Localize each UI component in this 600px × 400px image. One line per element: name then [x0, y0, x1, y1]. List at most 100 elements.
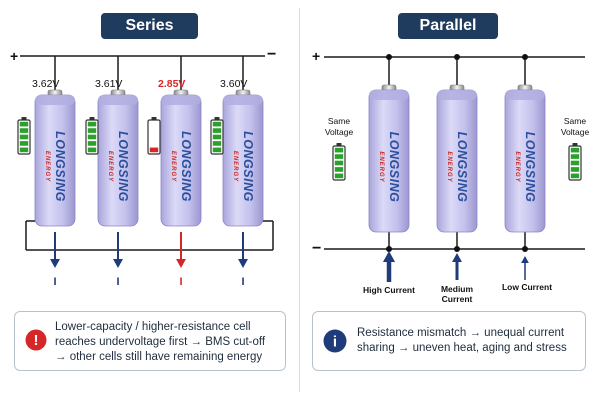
cell-brand-sub: ENERGY — [378, 151, 384, 182]
battery-segment — [570, 167, 580, 172]
series-current-label: I — [241, 276, 244, 288]
cell-top-ring — [505, 90, 545, 100]
battery-terminal — [151, 117, 157, 120]
battery-segment — [19, 141, 29, 146]
cell-brand-sub: ENERGY — [170, 151, 176, 182]
series-current-label: I — [53, 276, 56, 288]
battery-terminal — [214, 117, 220, 120]
battery-segment — [19, 134, 29, 140]
cell-brand-name: LONGSING — [387, 132, 401, 203]
series-note-text: Lower-capacity / higher-resistance cell … — [55, 320, 265, 365]
parallel-top-junction — [522, 54, 528, 60]
parallel-plus-sign: + — [312, 48, 320, 64]
panel-divider — [299, 8, 300, 392]
battery-terminal — [89, 117, 95, 120]
series-current-label: I — [179, 276, 182, 288]
cell-brand-name: LONGSING — [455, 132, 469, 203]
battery-segment — [334, 173, 344, 179]
series-cell-voltage: 2.85V — [158, 78, 185, 90]
warning-icon: ! — [25, 329, 47, 351]
series-battery-level-icon — [85, 117, 99, 155]
series-battery-level-icon — [147, 117, 161, 155]
parallel-current-label: Current — [442, 294, 473, 304]
battery-segment — [334, 167, 344, 172]
battery-segment — [87, 147, 97, 153]
parallel-medium-current-arrow — [452, 253, 462, 280]
battery-segment — [19, 147, 29, 153]
series-cell-voltage: 3.60V — [220, 78, 247, 90]
cell-top-ring — [437, 90, 477, 100]
parallel-left-label-line2: Voltage — [325, 127, 354, 137]
series-current-arrow — [113, 232, 123, 268]
parallel-right-label-line2: Voltage — [561, 127, 590, 137]
cell-brand-name: LONGSING — [53, 131, 67, 202]
parallel-bottom-junction — [454, 246, 460, 252]
parallel-left-battery-icon — [332, 143, 346, 181]
parallel-title: Parallel — [398, 13, 498, 39]
arrow-head — [238, 259, 248, 268]
svg-text:!: ! — [34, 332, 39, 349]
arrow-head — [521, 256, 529, 263]
battery-terminal — [572, 143, 578, 146]
parallel-current-label: Low Current — [502, 282, 552, 292]
series-battery-level-icon — [17, 117, 31, 155]
parallel-right-battery-icon — [568, 143, 582, 181]
cell-brand-sub: ENERGY — [44, 151, 50, 182]
parallel-top-junction — [386, 54, 392, 60]
battery-terminal — [21, 117, 27, 120]
cell-brand-sub: ENERGY — [514, 151, 520, 182]
battery-segment — [212, 141, 222, 146]
series-current-arrow — [176, 232, 186, 268]
series-note: ! Lower-capacity / higher-resistance cel… — [14, 311, 286, 371]
parallel-bottom-junction — [522, 246, 528, 252]
svg-text:i: i — [333, 334, 337, 351]
battery-segment — [149, 147, 159, 153]
battery-outline — [147, 119, 161, 155]
battery-segment — [212, 121, 222, 127]
battery-segment — [19, 121, 29, 127]
battery-segment — [334, 160, 344, 166]
battery-terminal — [336, 143, 342, 146]
series-current-label: I — [116, 276, 119, 288]
cell-brand-name: LONGSING — [179, 131, 193, 202]
parallel-right-label-line1: Same — [564, 116, 586, 126]
cell-brand-name: LONGSING — [116, 131, 130, 202]
battery-segment — [212, 147, 222, 153]
cell-brand-name: LONGSING — [523, 132, 537, 203]
parallel-note-line-2: sharing → uneven heat, aging and stress — [357, 342, 567, 354]
cell-brand-name: LONGSING — [241, 131, 255, 202]
cell-top-ring — [98, 95, 138, 105]
series-minus-sign: − — [267, 46, 276, 63]
arrow-head — [113, 259, 123, 268]
series-cell-voltage: 3.62V — [32, 78, 59, 90]
series-note-line-1: Lower-capacity / higher-resistance cell — [55, 321, 251, 333]
cell-top-ring — [35, 95, 75, 105]
arrow-head — [176, 259, 186, 268]
arrow-head — [50, 259, 60, 268]
parallel-bottom-junction — [386, 246, 392, 252]
parallel-note-line-1: Resistance mismatch → unequal current — [357, 327, 565, 339]
arrow-head — [382, 251, 396, 262]
battery-segment — [570, 173, 580, 179]
battery-segment — [87, 141, 97, 146]
battery-segment — [212, 134, 222, 140]
series-current-arrow — [50, 232, 60, 268]
battery-segment — [334, 147, 344, 153]
series-title: Series — [101, 13, 198, 39]
battery-segment — [570, 160, 580, 166]
parallel-current-label: High Current — [363, 285, 415, 295]
series-note-line-3: → other cells still have remaining energ… — [55, 351, 263, 363]
parallel-note-text: Resistance mismatch → unequal current sh… — [357, 326, 567, 356]
battery-segment — [212, 128, 222, 133]
